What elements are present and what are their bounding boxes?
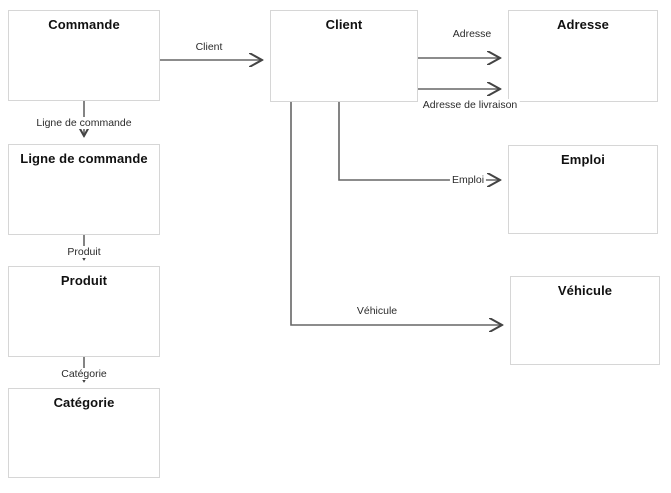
edge-label-produit: Produit: [65, 246, 103, 258]
edge-label-vehicule: Véhicule: [354, 305, 400, 317]
entity-title: Client: [325, 17, 363, 32]
edge-label-adresse-de-livraison: Adresse de livraison: [420, 99, 520, 111]
entity-title: Emploi: [561, 152, 605, 167]
entity-produit[interactable]: Produit: [8, 266, 160, 357]
edge-label-client: Client: [193, 41, 225, 53]
entity-title: Catégorie: [53, 395, 115, 410]
entity-commande[interactable]: Commande: [8, 10, 160, 101]
edge-client-emploi: [338, 102, 500, 180]
entity-title: Ligne de commande: [20, 151, 148, 166]
edge-label-categorie: Catégorie: [59, 368, 109, 380]
entity-categorie[interactable]: Catégorie: [8, 388, 160, 478]
entity-vehicule[interactable]: Véhicule: [510, 276, 660, 365]
entity-emploi[interactable]: Emploi: [508, 145, 658, 234]
entity-title: Commande: [48, 17, 120, 32]
entity-title: Adresse: [556, 17, 609, 32]
edge-label-adresse: Adresse: [450, 28, 494, 40]
entity-client[interactable]: Client: [270, 10, 418, 102]
edge-client-vehicule: [290, 102, 502, 325]
entity-title: Véhicule: [557, 283, 613, 298]
entity-ligne-de-commande[interactable]: Ligne de commande: [8, 144, 160, 235]
edge-label-ligne-de-commande: Ligne de commande: [34, 117, 134, 129]
entity-adresse[interactable]: Adresse: [508, 10, 658, 102]
entity-title: Produit: [60, 273, 108, 288]
edge-label-emploi: Emploi: [449, 174, 487, 186]
